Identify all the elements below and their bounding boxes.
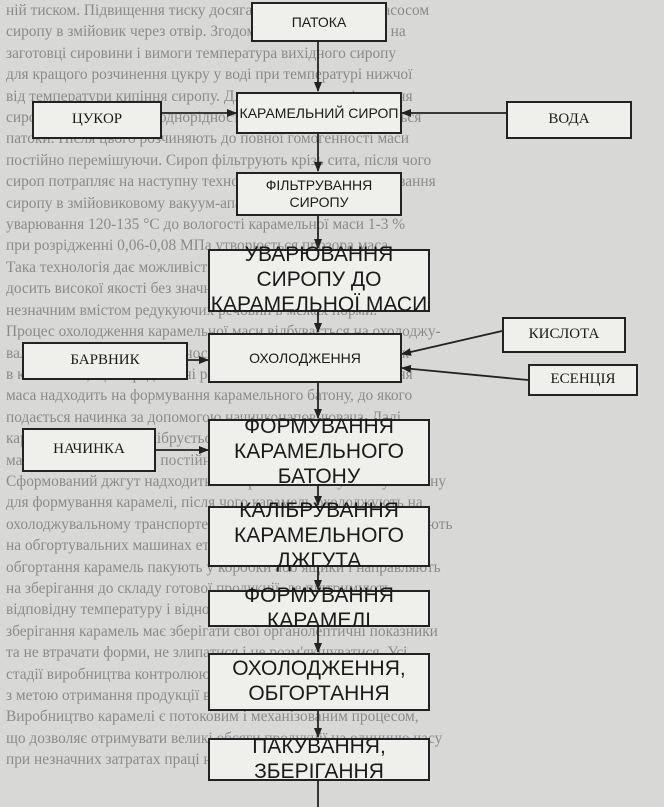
- background-text-line: для кращого розчинення цукру у воді при …: [6, 66, 413, 84]
- input-acid-label: КИСЛОТА: [528, 326, 600, 343]
- input-sugar-label: ЦУКОР: [71, 111, 123, 128]
- input-filling: НАЧИНКА: [22, 428, 156, 472]
- step-molasses: ПАТОКА: [251, 2, 387, 42]
- background-text-line: заготовці сировини і вимоги температура …: [6, 44, 397, 62]
- input-dye: БАРВНИК: [22, 342, 188, 380]
- background-text-line: маса надходить на формування карамельног…: [6, 387, 413, 405]
- input-filling-label: НАЧИНКА: [53, 441, 125, 458]
- step-cooling-label: ОХОЛОДЖЕННЯ: [249, 349, 361, 366]
- background-text-line: зберігання карамель має зберігати свої о…: [6, 622, 438, 640]
- step-caramel-forming-label: ФОРМУВАННЯ КАРАМЕЛІ: [244, 583, 394, 632]
- input-sugar: ЦУКОР: [32, 101, 162, 139]
- step-cooling-wrapping-label: ОХОЛОДЖЕННЯ, ОБГОРТАННЯ: [232, 657, 406, 705]
- background-text-line: постійно перемішуючи. Сироп фільтрують к…: [6, 151, 432, 169]
- input-water-label: ВОДА: [548, 111, 590, 128]
- input-acid: КИСЛОТА: [502, 317, 626, 353]
- step-boiling-syrup-label: УВАРЮВАННЯ СИРОПУ ДО КАРАМЕЛЬНОЇ МАСИ: [210, 243, 428, 316]
- step-caramel-forming: ФОРМУВАННЯ КАРАМЕЛІ: [208, 584, 430, 632]
- step-caramel-loaf-forming: ФОРМУВАННЯ КАРАМЕЛЬНОГО БАТОНУ: [208, 415, 430, 488]
- input-water: ВОДА: [506, 101, 632, 139]
- step-caramel-loaf-forming-label: ФОРМУВАННЯ КАРАМЕЛЬНОГО БАТОНУ: [234, 415, 404, 488]
- step-boiling-syrup: УВАРЮВАННЯ СИРОПУ ДО КАРАМЕЛЬНОЇ МАСИ: [208, 243, 430, 316]
- input-essence-label: ЕСЕНЦІЯ: [550, 371, 616, 388]
- step-caramel-syrup: КАРАМЕЛЬНИЙ СИРОП: [236, 92, 402, 134]
- background-text-line: уварювання 120-135 °С до вологості карам…: [6, 216, 406, 234]
- step-molasses-label: ПАТОКА: [291, 13, 347, 30]
- step-cooling: ОХОЛОДЖЕННЯ: [208, 333, 402, 383]
- arrow-acid: [401, 330, 503, 356]
- step-rope-sizing: КАЛІБРУВАННЯ КАРАМЕЛЬНОГО ДЖГУТА: [208, 499, 430, 572]
- step-packing-storage-label: ПАКУВАННЯ, ЗБЕРІГАННЯ: [252, 734, 386, 783]
- step-syrup-filtering: ФІЛЬТРУВАННЯ СИРОПУ: [236, 172, 402, 216]
- step-caramel-syrup-label: КАРАМЕЛЬНИЙ СИРОП: [239, 104, 399, 121]
- step-rope-sizing-label: КАЛІБРУВАННЯ КАРАМЕЛЬНОГО ДЖГУТА: [234, 499, 404, 572]
- arrow-essence: [401, 364, 529, 381]
- input-dye-label: БАРВНИК: [70, 352, 140, 369]
- step-cooling-wrapping: ОХОЛОДЖЕННЯ, ОБГОРТАННЯ: [208, 653, 430, 711]
- input-essence: ЕСЕНЦІЯ: [528, 364, 638, 396]
- background-text-line: Виробництво карамелі є потоковим і механ…: [6, 708, 419, 726]
- step-syrup-filtering-label: ФІЛЬТРУВАННЯ СИРОПУ: [265, 177, 373, 210]
- step-packing-storage: ПАКУВАННЯ, ЗБЕРІГАННЯ: [208, 735, 430, 783]
